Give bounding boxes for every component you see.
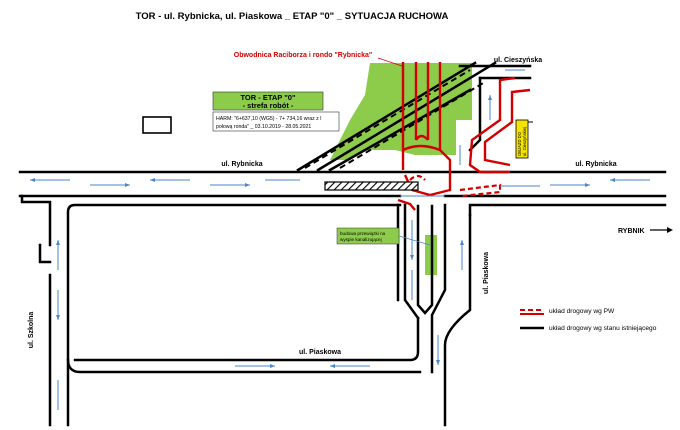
building-outline bbox=[142, 116, 172, 134]
project-label-leader bbox=[377, 57, 403, 67]
traffic-arrowheads bbox=[30, 95, 615, 368]
traffic-arrows bbox=[30, 69, 650, 410]
harm-line1: HARM: "6+637,10 (WG5) - 7+ 734,16 wraz z… bbox=[216, 116, 321, 122]
harm-box bbox=[212, 111, 340, 132]
detour-sign bbox=[515, 119, 529, 159]
tracks-dashed bbox=[304, 69, 486, 169]
street-label-piaskowa-bottom: ul. Piaskowa bbox=[299, 349, 341, 356]
direction-arrow-head bbox=[667, 227, 673, 233]
hatched-works-strip bbox=[324, 181, 419, 191]
zone-label-line2: - strefa robót - bbox=[243, 101, 294, 110]
zone-label-line1: TOR - ETAP "0" bbox=[240, 93, 295, 102]
legend-existing-label: układ drogowy wg stanu istniejącego bbox=[549, 325, 657, 332]
planned-roads-dashed bbox=[409, 174, 502, 198]
island-note-line1: budowa przewiązki na bbox=[340, 231, 386, 236]
harm-line2: połową ronda" _ 03.10.2019 - 28.05.2021 bbox=[216, 124, 311, 130]
diagram-title: TOR - ul. Rybnicka, ul. Piaskowa _ ETAP … bbox=[136, 11, 449, 22]
street-label-rybnicka-left: ul. Rybnicka bbox=[221, 161, 262, 168]
project-label: Obwodnica Raciborza i rondo "Rybnicka" bbox=[234, 52, 373, 59]
island-note-leader bbox=[398, 235, 431, 246]
street-label-szkolna: ul. Szkolna bbox=[28, 312, 35, 349]
zone-label-box bbox=[212, 91, 324, 111]
street-label-piaskowa-vertical: ul. Piaskowa bbox=[483, 252, 490, 294]
legend-pw-label: układ drogowy wg PW bbox=[549, 308, 615, 315]
detour-sign-line1: OBJAZD DO bbox=[517, 131, 522, 156]
planned-roads bbox=[397, 62, 531, 211]
detour-sign-line2: ul. Cieszyńskiej bbox=[522, 127, 527, 156]
existing-roads bbox=[18, 61, 667, 427]
street-label-rybnicka-right: ul. Rybnicka bbox=[575, 161, 616, 168]
island-note-line2: wyspie kanalizującej bbox=[340, 237, 382, 242]
street-label-cieszynska: ul. Cieszyńska bbox=[494, 57, 542, 64]
direction-label-rybnik: RYBNIK bbox=[618, 228, 645, 235]
